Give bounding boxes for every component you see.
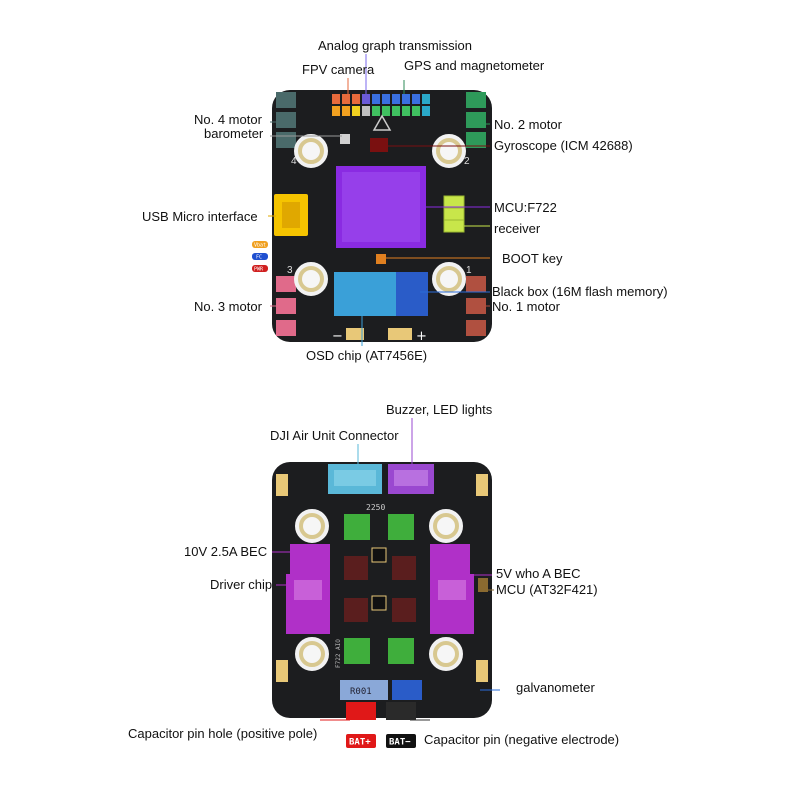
signal-tag-fc: FC: [256, 255, 262, 261]
barometer-chip: [340, 134, 350, 144]
driver-chips-right: [430, 544, 474, 634]
bat-positive-text: BAT+: [349, 738, 371, 748]
label-galvanometer: galvanometer: [516, 680, 595, 695]
corner-number-4: 4: [291, 156, 297, 167]
top-board: 4 2 3 1 Vbat FC PWR: [252, 90, 492, 344]
plus-sign: +: [416, 329, 427, 344]
shunt-resistor: [340, 680, 388, 700]
signal-tag-pwr: PWR: [254, 267, 264, 273]
top-labels: Analog graph transmission FPV camera GPS…: [142, 38, 668, 363]
label-fpv: FPV camera: [302, 62, 375, 77]
galvanometer-chip: [392, 680, 422, 700]
board-side-text: F722 AIO: [335, 639, 342, 668]
label-blackbox: Black box (16M flash memory): [492, 284, 668, 299]
minus-sign: −: [332, 329, 343, 344]
label-mcu: MCU:F722: [494, 200, 557, 215]
bat-badges: BAT+ BAT−: [346, 734, 416, 748]
bottom-board: 2250 F722 AIO R001: [272, 462, 492, 720]
label-cap-negative: Capacitor pin (negative electrode): [424, 732, 619, 747]
bat-negative-text: BAT−: [389, 738, 411, 748]
label-dji: DJI Air Unit Connector: [270, 428, 399, 443]
label-boot: BOOT key: [502, 251, 563, 266]
corner-number-1: 1: [466, 265, 472, 276]
top-leader-lines: [268, 54, 490, 346]
motor4-pads: [276, 92, 296, 148]
bottom-leader-lines: [272, 418, 500, 721]
gyroscope-chip: [370, 138, 388, 152]
label-receiver: receiver: [494, 221, 541, 236]
mosfet-array: [344, 514, 416, 664]
label-analog: Analog graph transmission: [318, 38, 472, 53]
driver-chips-left: [286, 544, 330, 634]
label-cap-positive: Capacitor pin hole (positive pole): [128, 726, 317, 741]
boot-key: [376, 254, 386, 264]
corner-number-3: 3: [287, 265, 293, 276]
motor2-pads: [466, 92, 486, 148]
capacitor-positive-pad: [346, 702, 376, 720]
capacitor-negative-pad: [386, 702, 416, 720]
chip-marking: 2250: [366, 503, 385, 512]
label-bec5: 5V who A BEC: [496, 566, 581, 581]
corner-number-2: 2: [464, 156, 470, 167]
logo-mark: [372, 114, 392, 131]
bottom-side-pads: [276, 474, 488, 682]
label-barometer: barometer: [204, 126, 264, 141]
bottom-mounting-holes: [295, 509, 463, 671]
osd-chip: [334, 272, 396, 316]
label-osd: OSD chip (AT7456E): [306, 348, 427, 363]
bat-negative-badge: [386, 734, 416, 748]
label-motor1: No. 1 motor: [492, 299, 561, 314]
label-mcu-at32: MCU (AT32F421): [496, 582, 598, 597]
label-motor3: No. 3 motor: [194, 299, 263, 314]
receiver-pads: [443, 195, 465, 233]
bat-positive-badge: [346, 734, 376, 748]
label-usb: USB Micro interface: [142, 209, 258, 224]
label-buzzer: Buzzer, LED lights: [386, 402, 493, 417]
label-motor4: No. 4 motor: [194, 112, 263, 127]
resistor-marking: R001: [350, 687, 372, 697]
bottom-labels: Buzzer, LED lights DJI Air Unit Connecto…: [128, 402, 619, 747]
signal-tag-vbat: Vbat: [254, 243, 266, 249]
motor1-pads: [466, 276, 486, 336]
motor3-pads: [276, 276, 296, 336]
top-connector-pads: [332, 94, 430, 116]
at32-mcu-chip: [478, 578, 488, 592]
label-driver: Driver chip: [210, 577, 272, 592]
battery-pads: [346, 328, 412, 340]
label-gps: GPS and magnetometer: [404, 58, 545, 73]
label-gyro: Gyroscope (ICM 42688): [494, 138, 633, 153]
label-bec10: 10V 2.5A BEC: [184, 544, 267, 559]
blackbox-flash-chip: [396, 272, 428, 316]
signal-tags: Vbat FC PWR: [252, 241, 268, 273]
label-motor2: No. 2 motor: [494, 117, 563, 132]
